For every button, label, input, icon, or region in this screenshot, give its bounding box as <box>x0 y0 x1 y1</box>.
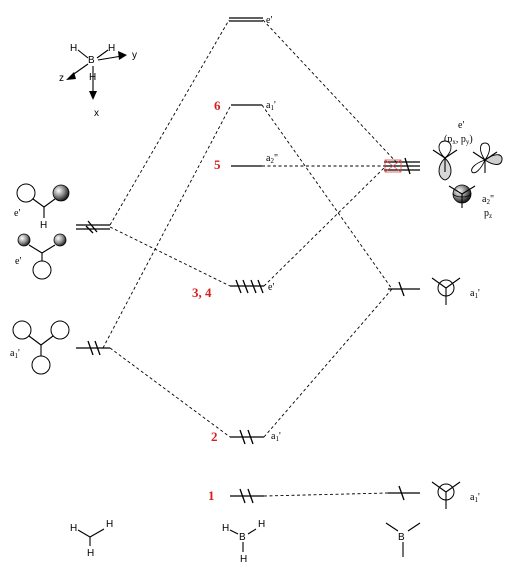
axis-b-label: B <box>88 55 95 66</box>
axis-system: H H B H y z x <box>59 43 137 119</box>
mo6-number: 6 <box>214 98 221 113</box>
left-label-a1: a1' <box>10 348 20 360</box>
s-a1-label: a1' <box>470 288 480 300</box>
bh3-h1: H <box>222 523 229 534</box>
p-e-label: e' <box>458 120 464 131</box>
bh3-b: B <box>239 532 246 543</box>
mo6-symmetry: a1' <box>266 100 276 112</box>
b-orbital-pictures: e' (px, py) a2" <box>431 120 503 509</box>
h3-h1: H <box>70 523 77 534</box>
b-atom-label: B <box>398 532 405 543</box>
axis-h-right: H <box>108 43 115 54</box>
mo34-number: 3, 4 <box>192 285 212 300</box>
b-levels <box>384 157 420 501</box>
mo5-symmetry: a2" <box>266 153 278 165</box>
molecule-bh3: H H B H <box>222 519 265 565</box>
left-label-e2: e' <box>15 256 21 267</box>
axis-y-label: y <box>132 50 137 61</box>
bh3-h3: H <box>240 554 247 565</box>
correlation-lines <box>102 19 399 497</box>
molecule-h3: H H H <box>70 519 113 559</box>
axis-x-label: x <box>94 108 99 119</box>
h3-h2: H <box>106 519 113 530</box>
h3-h-atom: H <box>40 220 47 231</box>
molecule-b: B <box>385 522 421 557</box>
h3-group-orbitals: H e' e' a1' <box>10 183 70 375</box>
mo1-number: 1 <box>208 488 215 503</box>
mo-top-e-label: e' <box>266 15 272 26</box>
mo5-number: 5 <box>214 157 221 172</box>
mo-levels: e' 6 a1' 5 a2" 3, 4 e' 2 a1' 1 <box>192 15 281 504</box>
p-z-label: pz <box>484 208 492 220</box>
axis-z-label: z <box>59 73 64 84</box>
axis-h-left: H <box>70 43 77 54</box>
left-label-e1: e' <box>14 208 20 219</box>
p-a2-label: a2" <box>482 194 494 206</box>
h3-levels <box>76 220 110 356</box>
p-e-sub: (px, py) <box>444 134 473 146</box>
mo2-number: 2 <box>211 429 218 444</box>
mo34-symmetry: e' <box>268 282 274 293</box>
h3-h3: H <box>87 548 94 559</box>
bh3-h2: H <box>258 519 265 530</box>
bottom-a1-label: a1' <box>470 492 480 504</box>
mo2-symmetry: a1' <box>271 431 281 443</box>
